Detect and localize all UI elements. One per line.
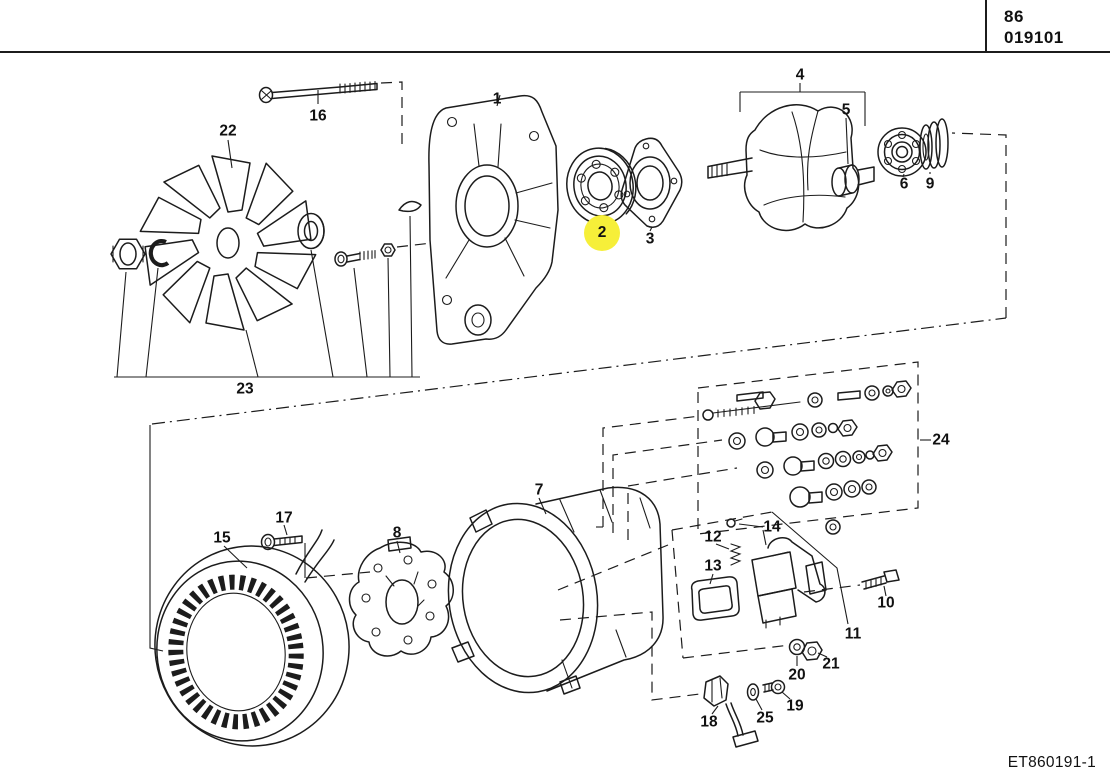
catalog-code: 019101 — [1004, 28, 1064, 47]
part-callout-8[interactable]: 8 — [392, 524, 402, 542]
header-divider — [0, 51, 1110, 53]
part-24-hardware-kit — [697, 361, 931, 535]
part-callout-6[interactable]: 6 — [899, 175, 909, 193]
part-callout-7[interactable]: 7 — [534, 481, 544, 499]
part-15-stator — [154, 529, 350, 747]
part-3-bearing-retainer — [620, 137, 683, 232]
part-callout-24[interactable]: 24 — [932, 431, 950, 449]
part-callout-18[interactable]: 18 — [700, 713, 718, 731]
part-callout-16[interactable]: 16 — [309, 107, 327, 125]
part-9-collar — [919, 118, 949, 174]
part-callout-19[interactable]: 19 — [786, 697, 804, 715]
part-16-through-bolt — [258, 80, 403, 146]
part-18-brush-set — [703, 675, 759, 748]
part-callout-9[interactable]: 9 — [925, 175, 935, 193]
part-callout-14[interactable]: 14 — [763, 518, 781, 536]
connector-lines — [304, 415, 861, 701]
part-group-23-hardware — [110, 200, 433, 378]
part-callout-3[interactable]: 3 — [645, 230, 655, 248]
header-code-block: 86 019101 — [1004, 6, 1064, 48]
part-callout-2-highlighted[interactable]: 2 — [584, 215, 620, 251]
group-number: 86 — [1004, 7, 1024, 26]
part-callout-22[interactable]: 22 — [219, 122, 237, 140]
part-callout-21[interactable]: 21 — [822, 655, 840, 673]
axis-line — [149, 132, 1007, 652]
part-6-bearing — [877, 127, 927, 178]
part-21-nut — [801, 641, 828, 661]
header-code-divider — [985, 0, 987, 51]
part-callout-23[interactable]: 23 — [236, 380, 254, 398]
part-25-washer — [746, 683, 763, 711]
part-8-rectifier — [348, 536, 454, 657]
part-callout-5[interactable]: 5 — [841, 101, 851, 119]
part-callout-12[interactable]: 12 — [704, 528, 722, 546]
part-callout-11[interactable]: 11 — [844, 625, 862, 643]
part-callout-17[interactable]: 17 — [275, 509, 293, 527]
part-callout-15[interactable]: 15 — [213, 529, 231, 547]
part-11-regulator-group — [671, 511, 849, 659]
part-22-fan — [139, 139, 317, 378]
part-callout-10[interactable]: 10 — [877, 594, 895, 612]
part-17-screw — [260, 524, 303, 551]
part-callout-25[interactable]: 25 — [756, 709, 774, 727]
part-1-drive-end-housing — [428, 94, 559, 345]
part-callout-20[interactable]: 20 — [788, 666, 806, 684]
part-4-rotor — [707, 83, 875, 232]
part-19-screw — [762, 679, 791, 700]
part-callout-13[interactable]: 13 — [704, 557, 722, 575]
part-10-bolt — [861, 569, 900, 597]
part-callout-4[interactable]: 4 — [795, 66, 805, 84]
part-7-rear-housing — [447, 486, 664, 695]
part-callout-1[interactable]: 1 — [492, 90, 502, 108]
drawing-reference: ET860191-1 — [1007, 754, 1096, 771]
